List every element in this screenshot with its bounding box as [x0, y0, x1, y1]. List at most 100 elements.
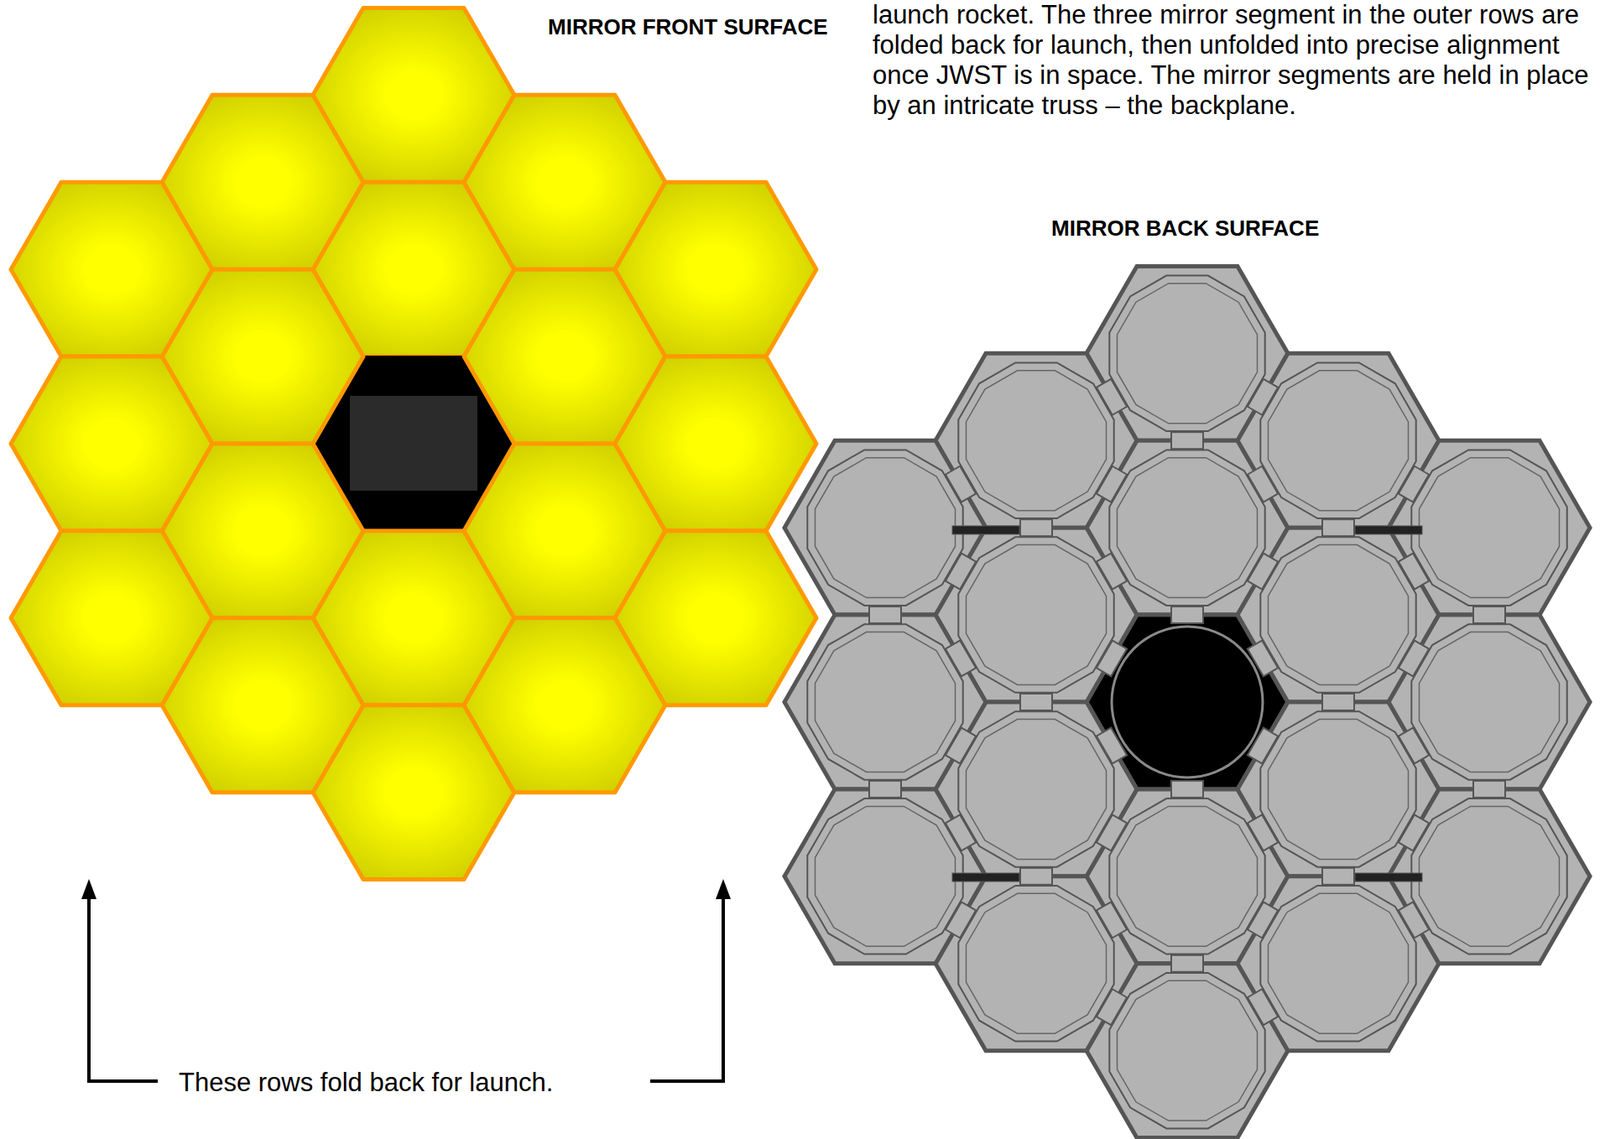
hinge-bar — [952, 873, 1020, 882]
truss-pad — [1322, 693, 1355, 711]
segment-support — [1411, 624, 1567, 780]
mirror-segment — [10, 356, 213, 532]
segment-support — [1268, 545, 1409, 686]
segment-support — [1109, 276, 1265, 432]
truss-pad — [1096, 901, 1127, 939]
truss-pad — [1096, 553, 1127, 590]
segment-support — [1260, 536, 1416, 694]
segment-support — [815, 632, 956, 773]
hinge-bar — [1355, 526, 1423, 535]
segment-support — [1109, 798, 1265, 955]
truss-pad — [945, 466, 976, 503]
truss-pad — [945, 641, 976, 678]
truss-pad — [945, 814, 976, 851]
segment-support — [966, 893, 1107, 1034]
truss-pad — [1096, 379, 1127, 416]
segment-support — [807, 798, 963, 955]
truss-pad — [1398, 466, 1429, 503]
truss-pad — [945, 553, 976, 590]
truss-pad — [1247, 466, 1278, 503]
segment-support — [1268, 893, 1409, 1034]
truss-pad — [1171, 606, 1204, 624]
segment-support — [1260, 363, 1416, 520]
segment-support — [1109, 449, 1265, 606]
segment-support — [1260, 885, 1416, 1043]
segment-support — [1419, 458, 1560, 599]
segment-support — [1268, 719, 1409, 860]
segment-support — [815, 806, 956, 947]
truss-pad — [1247, 379, 1278, 416]
segment-support — [807, 624, 963, 780]
truss-pad — [1096, 814, 1127, 851]
mirror-segment — [10, 531, 213, 706]
fold-note: These rows fold back for launch. — [178, 1068, 553, 1099]
truss-pad — [1473, 606, 1506, 624]
truss-pad — [1398, 728, 1429, 765]
segment-support — [1117, 806, 1258, 947]
fold-bracket — [650, 896, 724, 1082]
mirror-front — [10, 7, 817, 880]
segment-support — [807, 449, 963, 606]
mirror-segment — [10, 182, 213, 357]
segment-support — [1117, 458, 1258, 599]
truss-pad — [1096, 641, 1127, 678]
segment-support — [966, 370, 1107, 511]
mirror-back — [784, 265, 1590, 1138]
truss-pad — [1322, 868, 1355, 886]
truss-pad — [1020, 693, 1053, 711]
view-heading: MIRROR BACK SURFACE — [1051, 214, 1319, 242]
truss-pad — [1247, 553, 1278, 590]
truss-pad — [1020, 868, 1053, 886]
segment-support — [958, 711, 1114, 867]
truss-pad — [1171, 781, 1204, 798]
hinge-bar — [1355, 873, 1423, 882]
truss-pad — [1020, 519, 1053, 537]
segment-support — [815, 458, 956, 599]
truss-pad — [1096, 989, 1127, 1026]
fold-bracket — [88, 896, 158, 1082]
description-note: launch rocket. The three mirror segment … — [872, 0, 1596, 121]
truss-pad — [1247, 814, 1278, 851]
segment-support — [1117, 283, 1258, 424]
mirror-segment — [614, 182, 817, 357]
segment-support — [1411, 449, 1567, 606]
truss-pad — [1096, 466, 1127, 503]
truss-pad — [1247, 901, 1278, 939]
truss-pad — [1398, 641, 1429, 678]
truss-pad — [1171, 955, 1204, 973]
segment-back — [1388, 614, 1590, 790]
segment-support — [958, 363, 1114, 520]
segment-support — [1117, 980, 1258, 1121]
segment-support — [1411, 798, 1567, 955]
segment-support — [1268, 370, 1409, 511]
segment-support — [958, 885, 1114, 1043]
truss-pad — [1247, 728, 1278, 765]
truss-pad — [1096, 728, 1127, 765]
view-heading: MIRROR FRONT SURFACE — [547, 13, 829, 41]
truss-pad — [1398, 553, 1429, 590]
truss-pad — [1247, 989, 1278, 1026]
truss-pad — [1398, 901, 1429, 939]
arrow-head — [81, 879, 97, 900]
truss-pad — [1322, 519, 1355, 537]
truss-pad — [869, 606, 902, 624]
truss-pad — [1247, 641, 1278, 678]
mirror-segment — [614, 356, 817, 532]
segment-support — [966, 545, 1107, 686]
hinge-bar — [952, 526, 1020, 535]
center-ring — [1111, 626, 1263, 778]
truss-pad — [1473, 781, 1506, 798]
truss-pad — [945, 901, 976, 939]
segment-support — [1109, 973, 1265, 1129]
truss-pad — [945, 728, 976, 765]
arrow-head — [715, 879, 731, 900]
segment-support — [1419, 806, 1560, 947]
secondary-shadow — [349, 396, 478, 491]
segment-support — [1419, 632, 1560, 773]
segment-back — [784, 614, 986, 790]
truss-pad — [1171, 432, 1204, 449]
mirror-segment — [614, 531, 817, 706]
segment-support — [1260, 711, 1416, 867]
segment-support — [958, 536, 1114, 694]
